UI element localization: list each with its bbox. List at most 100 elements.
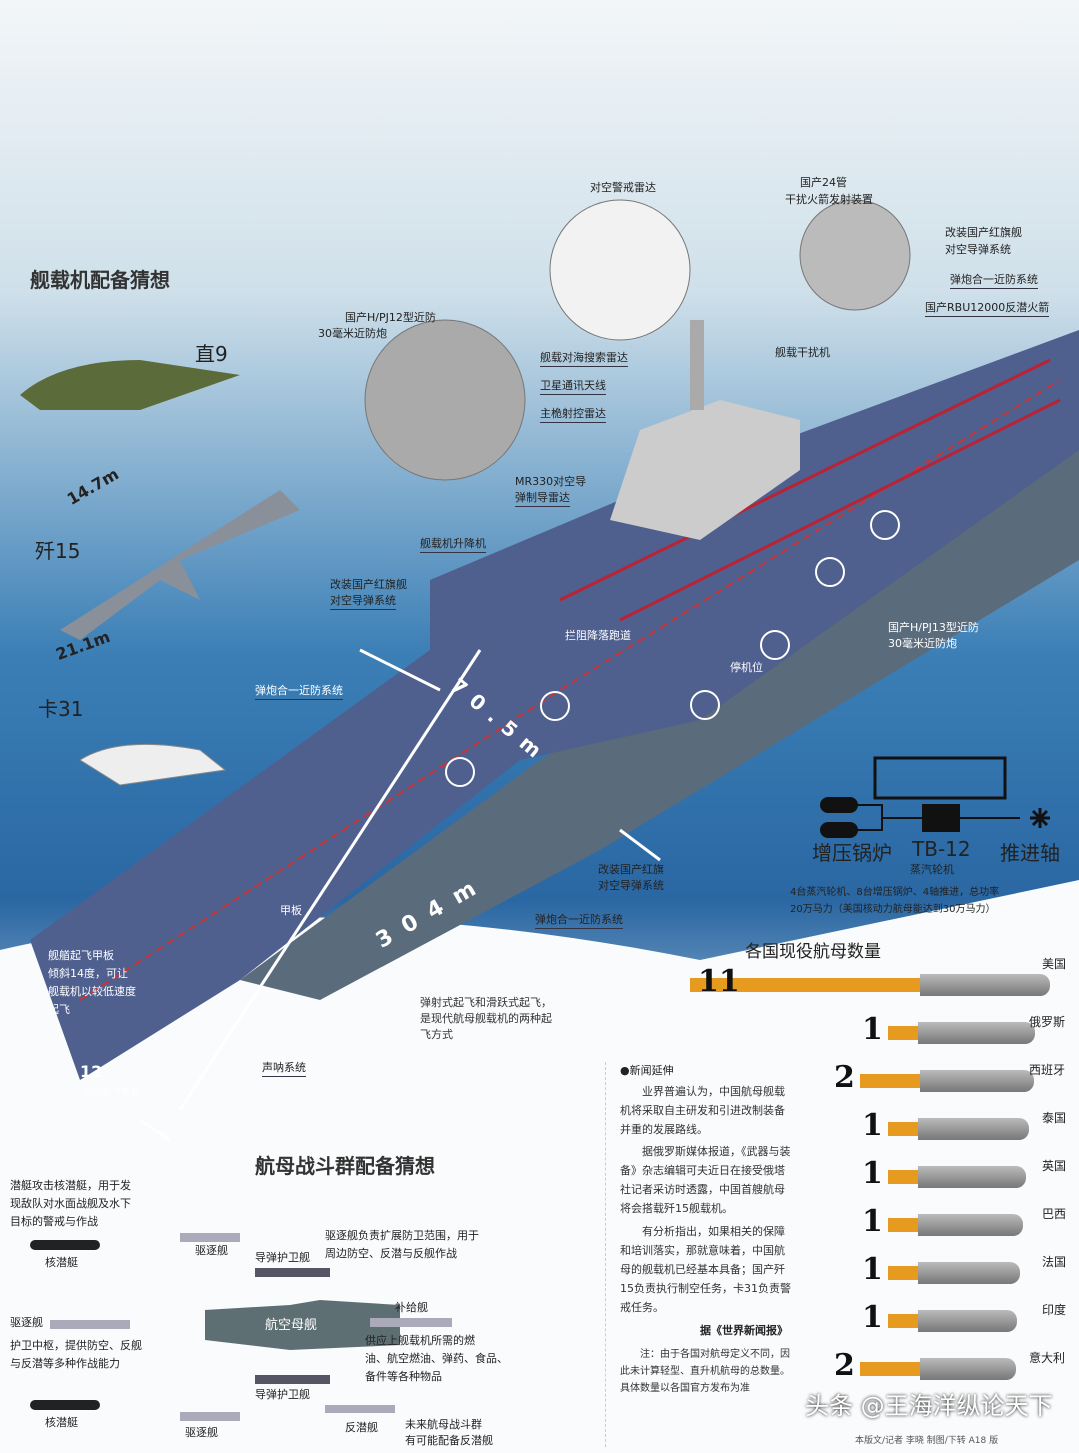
chart-category-label: 巴西 (1042, 1207, 1067, 1221)
helicopter-ka31 (79, 743, 227, 786)
bg-sub-note-1: 潜艇攻击核潜艇，用于发 (10, 1179, 131, 1192)
carrier-silhouette (918, 1022, 1035, 1044)
bg-destroyer-note-1: 驱逐舰负责扩展防卫范围，用于 (325, 1229, 479, 1242)
island (610, 400, 800, 540)
carrier-silhouette (918, 1262, 1020, 1284)
turbine-label: TB-12 (912, 837, 971, 861)
callout-air-radar: 对空警戒雷达 (590, 181, 656, 194)
bg-asw-note-2: 有可能配备反潜舰 (405, 1434, 493, 1447)
callout-hq-1: 改装国产红旗舰 (945, 226, 1022, 239)
ski-text-4: 起飞 (48, 1003, 70, 1016)
chart-bar (888, 1218, 918, 1232)
chart-value-label: 11 (698, 964, 740, 999)
chart-category-label: 美国 (1042, 957, 1067, 971)
callout-mr330-1: MR330对空导 (515, 475, 587, 488)
callout-surface-radar: 舰载对海搜索雷达 (540, 350, 628, 367)
callout-arrest: 拦阻降落跑道 (565, 629, 631, 642)
callout-gun4: 弹炮合一近防系统 (535, 912, 623, 929)
chart-bar (888, 1170, 918, 1184)
carrier-deck (30, 330, 1079, 1080)
callout-decoy-1: 国产24管 (800, 176, 847, 189)
propeller-icon (1030, 808, 1050, 828)
chart-value-label: 1 (862, 1300, 883, 1335)
carrier-silhouette (918, 1166, 1026, 1188)
callout-hq2-1: 改装国产红旗舰 (330, 578, 407, 591)
aircraft-z9-label: 直9 (195, 342, 228, 366)
ski-text-2: 倾斜14度，可让 (48, 967, 128, 980)
callout-right-ciws-1: 国产H/PJ13型近防 (888, 621, 979, 634)
helicopter-z9 (20, 360, 240, 410)
carrier-silhouette (920, 1358, 1016, 1380)
callout-hq2-2: 对空导弹系统 (330, 593, 396, 610)
chart-category-label: 俄罗斯 (1029, 1015, 1066, 1029)
bg-ship-destroyer-3: 驱逐舰 (185, 1426, 218, 1439)
callout-sonar: 声呐系统 (262, 1060, 306, 1077)
battle-group-title: 航母战斗群配备猜想 (255, 1154, 435, 1178)
chart-value-label: 2 (834, 1348, 855, 1383)
chart-bar (860, 1074, 920, 1088)
propulsion-note-1: 4台蒸汽轮机、8台增压锅炉、4轴推进，总功率 (790, 887, 1000, 898)
chart-category-label: 西班牙 (1029, 1063, 1066, 1077)
chart-category-label: 印度 (1042, 1303, 1067, 1317)
propulsion-note-2: 20万马力（美国核动力航母能达到30万马力） (790, 904, 996, 915)
news-note: 注：由于各国对航母定义不同，因此未计算轻型、直升机航母的总数量。具体数量以各国官… (620, 1349, 790, 1394)
chart-bar (888, 1314, 918, 1328)
carrier-silhouette (920, 974, 1050, 996)
chart-value-label: 1 (862, 1012, 883, 1047)
callout-decoy-2: 干扰火箭发射装置 (785, 193, 873, 206)
news-para-3: 有分析指出，如果相关的保障和培训落实，那就意味着，中国航母的舰载机已经基本具备；… (620, 1225, 791, 1314)
bg-destroyer-note-2: 周边防空、反潜与反舰作战 (325, 1247, 457, 1260)
bg-ship-asw: 反潜舰 (345, 1421, 378, 1434)
bg-ship-supply: 补给舰 (395, 1301, 428, 1314)
callout-bowdeck: 滑跃起飞甲板 (85, 1088, 140, 1098)
footer-credit: 本版文/记者 李晓 制图/下转 A18 版 (855, 1436, 999, 1446)
shaft-label: 推进轴 (1000, 841, 1060, 865)
callout-gun2: 弹炮合一近防系统 (255, 683, 343, 700)
bg-ship-sub-1: 核潜艇 (45, 1256, 78, 1269)
bg-ship-destroyer-2: 驱逐舰 (10, 1316, 43, 1329)
bg-carrier-label: 航空母舰 (265, 1318, 318, 1333)
chart-bar (888, 1026, 918, 1040)
news-source: 据《世界新闻报》 (700, 1324, 788, 1337)
chart-value-label: 1 (862, 1204, 883, 1239)
gun-detail-circle (364, 319, 526, 481)
aircraft-ka31-label: 卡31 (38, 697, 84, 721)
radar-detail-circle (549, 199, 691, 341)
bg-ship-frigate-2: 导弹护卫舰 (255, 1388, 310, 1401)
callout-lift: 舰载机升降机 (420, 536, 486, 553)
chart-value-label: 1 (862, 1108, 883, 1143)
callout-ciws30-2: 30毫米近防炮 (318, 327, 387, 340)
callout-fire-radar: 主桅射控雷达 (540, 406, 606, 423)
callout-hq-2: 对空导弹系统 (945, 243, 1011, 256)
chart-bar (860, 1362, 920, 1376)
bg-supply-note-3: 备件等各种物品 (365, 1370, 442, 1383)
callout-gun3-1: 改装国产红旗 (598, 863, 664, 876)
aircraft-j15-label: 歼15 (35, 539, 81, 563)
decoy-detail-circle (799, 199, 911, 311)
callout-catapult: 弹射式起飞和滑跃式起飞，是现代航母舰载机的两种起飞方式 (420, 996, 552, 1041)
turbine-sub-label: 蒸汽轮机 (910, 863, 954, 876)
bg-supply-note-2: 油、航空燃油、弹药、食品、 (365, 1352, 508, 1365)
callout-right-ciws-2: 30毫米近防炮 (888, 637, 957, 650)
bg-ship-destroyer-1: 驱逐舰 (195, 1244, 228, 1257)
bg-asw-note-1: 未来航母战斗群 (405, 1418, 482, 1431)
callout-ciws30-1: 国产H/PJ12型近防 (345, 311, 436, 324)
bg-ship-frigate-1: 导弹护卫舰 (255, 1251, 310, 1264)
watermark: 头条 @王海洋纵论天下 (805, 1392, 1053, 1420)
bg-sub-note-2: 现敌队对水面战舰及水下 (10, 1197, 131, 1210)
chart-category-label: 英国 (1042, 1159, 1067, 1173)
bg-ship-sub-2: 核潜艇 (45, 1416, 78, 1429)
callout-spot: 停机位 (730, 661, 763, 674)
chart-category-label: 泰国 (1042, 1111, 1067, 1125)
ski-text-1: 舰艏起飞甲板 (48, 949, 114, 962)
news-heading: ●新闻延伸 (620, 1064, 674, 1077)
battle-group-ships (30, 1233, 452, 1421)
bg-escort-note-2: 与反潜等多种作战能力 (10, 1357, 120, 1370)
ski-text-3: 舰载机以较低速度 (48, 985, 136, 998)
chart-value-label: 2 (834, 1060, 855, 1095)
callout-rbu: 国产RBU12000反潜火箭 (925, 300, 1050, 317)
carrier-silhouette (918, 1214, 1023, 1236)
callout-mr330-2: 弹制导雷达 (515, 490, 570, 507)
landing-spot-circles (445, 510, 900, 787)
